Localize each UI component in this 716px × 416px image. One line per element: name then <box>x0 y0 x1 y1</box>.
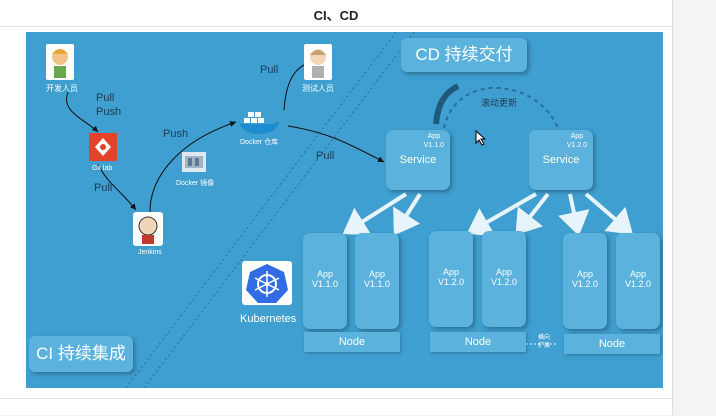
docker-registry-icon <box>238 110 280 136</box>
docker-image-icon <box>182 152 206 172</box>
tester-avatar <box>304 44 332 80</box>
service-name: Service <box>399 154 437 166</box>
app-label: App <box>316 269 333 279</box>
ci-label: CI 持续集成 <box>29 336 133 372</box>
app-pod: App V1.2.0 <box>429 231 473 327</box>
app-label: App <box>442 267 459 277</box>
jenkins-label: Jenkins <box>138 249 162 256</box>
developer-icon <box>52 49 68 78</box>
kubernetes-label: Kubernetes <box>240 313 297 325</box>
page-footer-divider <box>0 398 672 416</box>
kubernetes-icon <box>242 261 292 305</box>
registry-pull-label: Pull <box>316 150 335 162</box>
docker-image-label: Docker 镜像 <box>176 180 215 187</box>
app-pod: App V1.1.0 <box>355 233 399 329</box>
service-version: V1.2.0 <box>566 142 587 149</box>
page-header: CI、CD <box>0 0 672 27</box>
service-version: V1.1.0 <box>423 142 444 149</box>
gitlab-pull-label: Pull <box>94 182 113 194</box>
gitlab-icon <box>89 133 117 161</box>
ci-cd-diagram: 开发人员 Pull Push Git lab Pull Jenkins Push <box>26 32 663 388</box>
app-label: App <box>629 269 646 279</box>
app-version: V1.1.0 <box>311 279 339 289</box>
service-name: Service <box>542 154 580 166</box>
rolling-update-label: 滚动更新 <box>481 98 518 108</box>
dev-push-label: Push <box>96 106 122 118</box>
tester-pull-label: Pull <box>260 64 279 76</box>
developer-avatar <box>46 44 74 80</box>
app-pod: App V1.2.0 <box>616 233 660 329</box>
node-2: Node <box>430 332 526 352</box>
service-app-label: App <box>570 133 584 140</box>
app-pod: App V1.1.0 <box>303 233 347 329</box>
page-title: CI、CD <box>313 8 359 23</box>
node-1: Node <box>304 332 400 352</box>
docker-registry-label: Docker 仓库 <box>240 139 279 146</box>
app-version: V1.2.0 <box>624 279 652 289</box>
node-3: Node <box>564 334 660 354</box>
diagram-lines <box>66 32 634 388</box>
app-pod: App V1.2.0 <box>482 231 526 327</box>
jenkins-push-label: Push <box>163 128 189 140</box>
app-label: App <box>495 267 512 277</box>
app-pod: App V1.2.0 <box>563 233 607 329</box>
app-version: V1.1.0 <box>363 279 391 289</box>
app-label: App <box>368 269 385 279</box>
page: CI、CD <box>0 0 673 415</box>
app-version: V1.2.0 <box>571 279 599 289</box>
tester-icon <box>310 49 326 78</box>
cd-label: CD 持续交付 <box>401 38 527 72</box>
jenkins-icon <box>133 212 163 246</box>
tester-label: 测试人员 <box>302 84 334 93</box>
app-version: V1.2.0 <box>490 277 518 287</box>
app-version: V1.2.0 <box>437 277 465 287</box>
mouse-cursor-icon <box>475 130 487 146</box>
app-label: App <box>576 269 593 279</box>
service-app-label: App <box>427 133 441 140</box>
developer-label: 开发人员 <box>46 84 78 93</box>
scale-out-label: 横向 扩展 <box>538 335 551 349</box>
dev-pull-label: Pull <box>96 92 115 104</box>
gitlab-label: Git lab <box>92 165 113 172</box>
